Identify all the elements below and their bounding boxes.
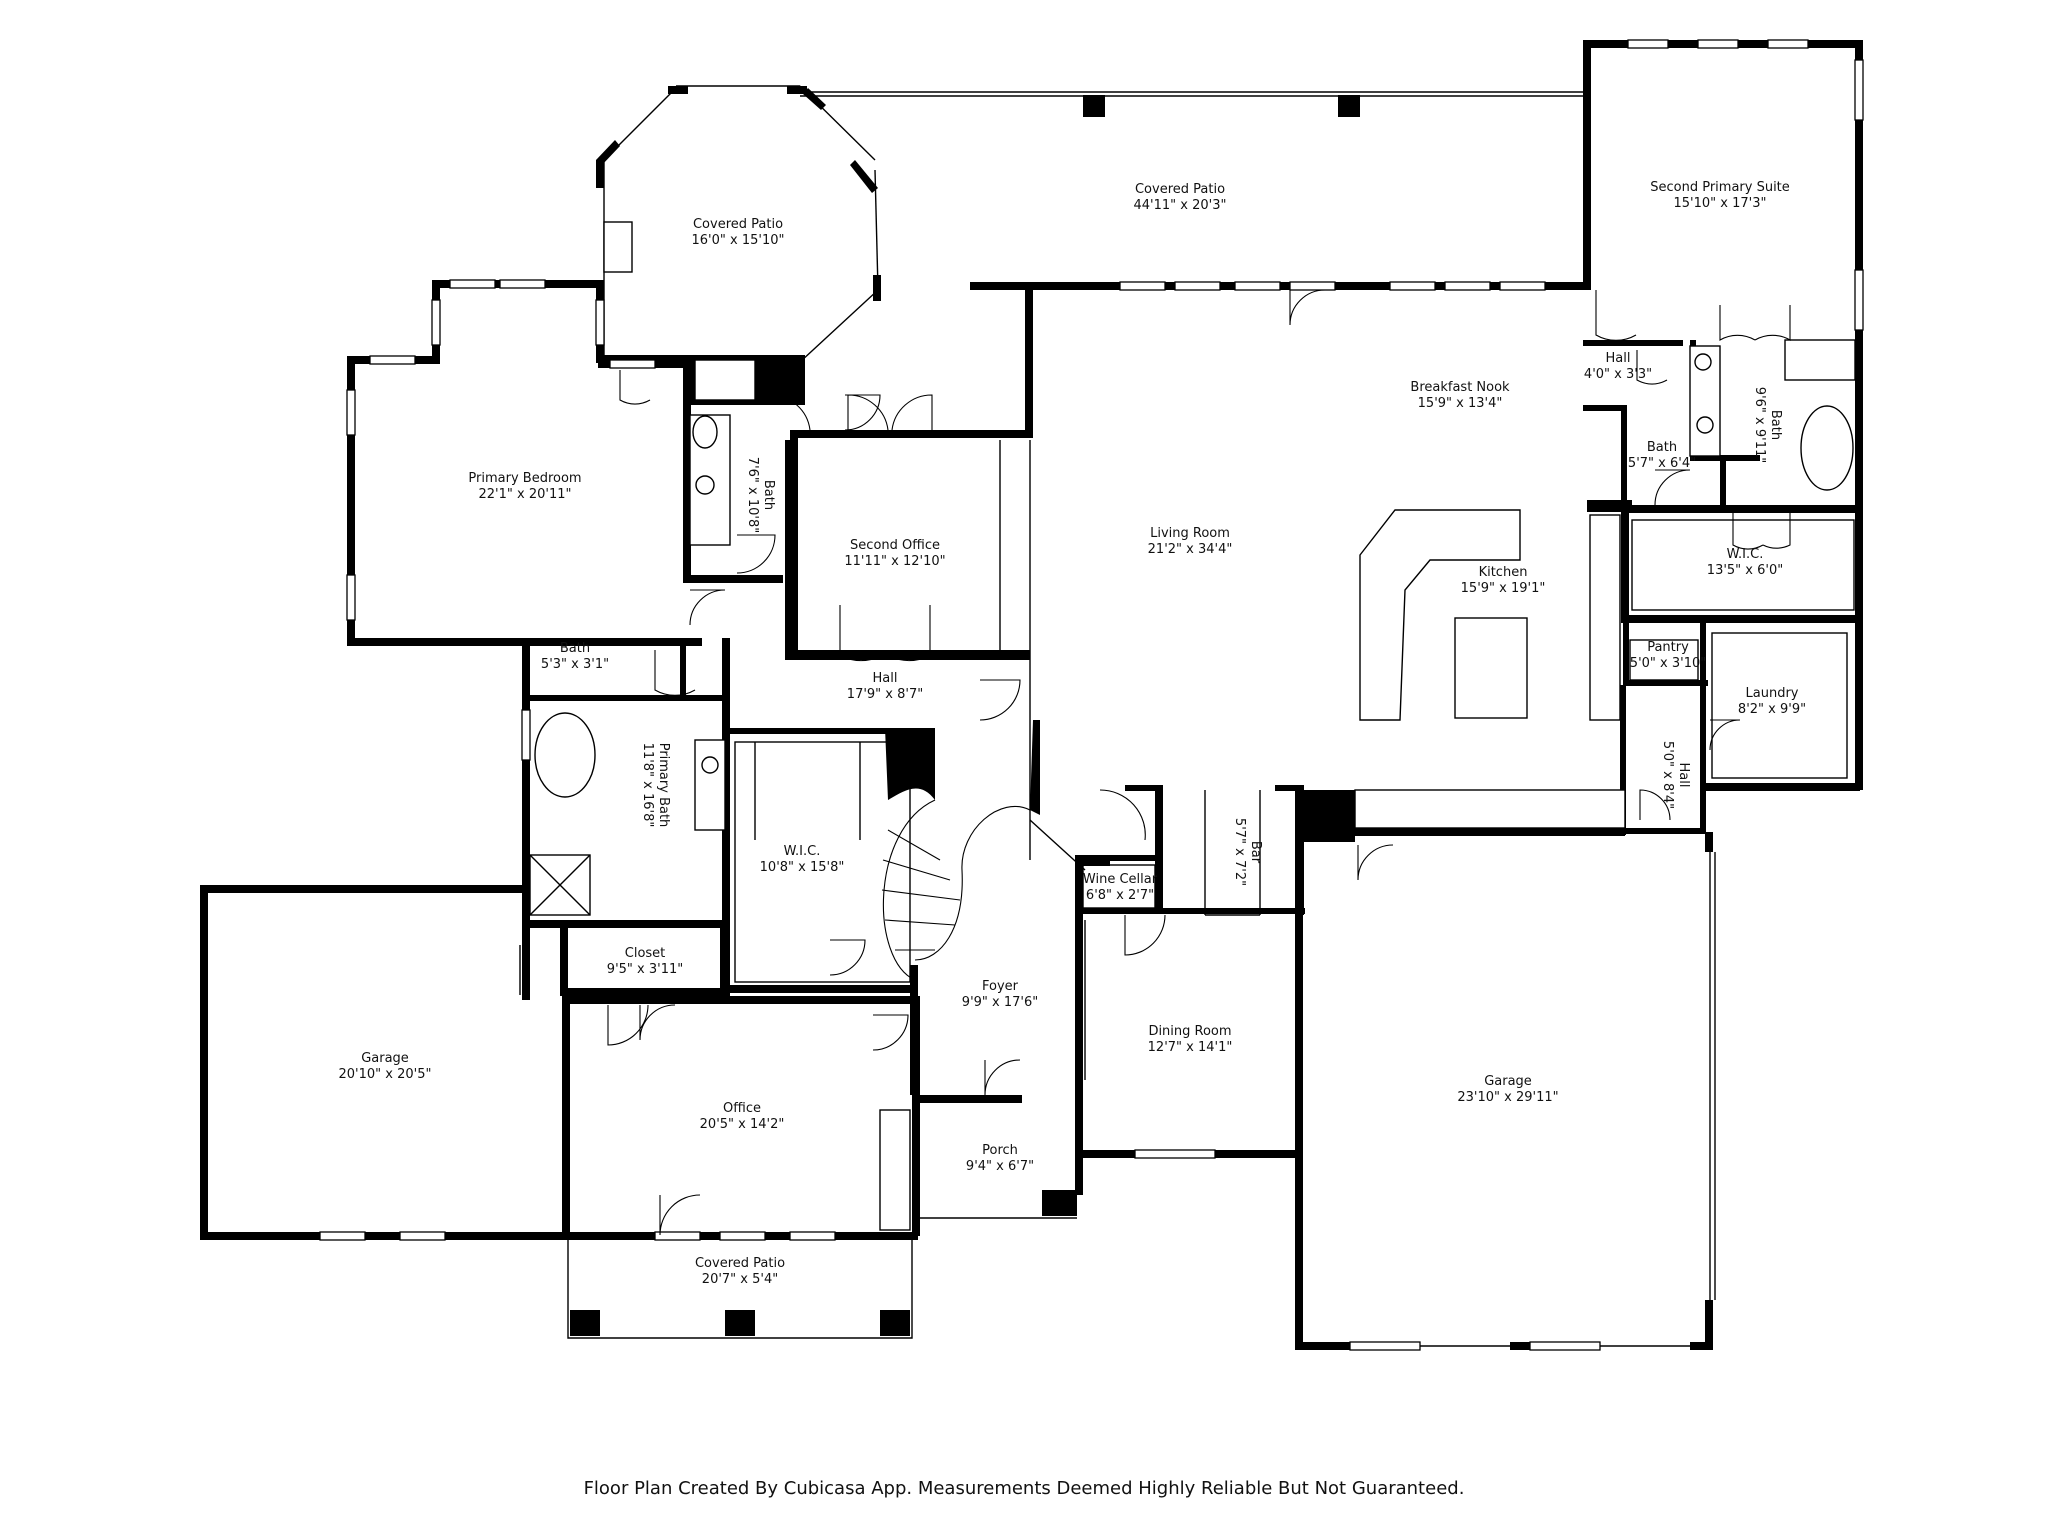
label-closet: Closet 9'5" x 3'11" xyxy=(607,946,683,977)
room-dimension: 5'3" x 3'1" xyxy=(541,657,609,672)
room-dimension: 9'6" x 9'11" xyxy=(1752,387,1767,463)
doors xyxy=(607,289,1791,1236)
room-dimension: 16'0" x 15'10" xyxy=(692,233,785,248)
label-wine-cellar: Wine Cellar 6'8" x 2'7" xyxy=(1083,872,1158,903)
label-garage-left: Garage 20'10" x 20'5" xyxy=(339,1051,432,1082)
room-dimension: 10'8" x 15'8" xyxy=(760,860,845,875)
room-dimension: 15'10" x 17'3" xyxy=(1674,196,1767,211)
room-name: Bar xyxy=(1248,841,1263,864)
label-laundry: Laundry 8'2" x 9'9" xyxy=(1738,686,1806,717)
room-dimension: 20'10" x 20'5" xyxy=(339,1067,432,1082)
label-dining-room: Dining Room 12'7" x 14'1" xyxy=(1148,1024,1233,1055)
room-name: Wine Cellar xyxy=(1083,872,1158,887)
room-name: Hall xyxy=(873,671,898,686)
label-second-primary-suite: Second Primary Suite 15'10" x 17'3" xyxy=(1650,180,1790,211)
label-bath-b: Bath 5'3" x 3'1" xyxy=(541,641,609,672)
label-bath-small: Bath 5'7" x 6'4" xyxy=(1628,440,1696,471)
room-name: Hall xyxy=(1676,763,1691,788)
room-dimension: 11'8" x 16'8" xyxy=(640,743,655,828)
label-foyer: Foyer 9'9" x 17'6" xyxy=(962,979,1038,1010)
room-dimension: 11'11" x 12'10" xyxy=(844,554,945,569)
label-bath-suite: Bath 9'6" x 9'11" xyxy=(1752,387,1783,463)
label-hall-upper: Hall 4'0" x 3'3" xyxy=(1584,351,1652,382)
room-name: Garage xyxy=(1484,1074,1532,1089)
label-primary-bath: Primary Bath 11'8" x 16'8" xyxy=(640,743,671,828)
room-dimension: 4'0" x 3'3" xyxy=(1584,367,1652,382)
room-name: Covered Patio xyxy=(693,217,783,232)
room-dimension: 17'9" x 8'7" xyxy=(847,687,923,702)
room-dimension: 20'7" x 5'4" xyxy=(702,1272,778,1287)
room-dimension: 9'4" x 6'7" xyxy=(966,1159,1034,1174)
room-dimension: 6'8" x 2'7" xyxy=(1086,888,1154,903)
room-name: Pantry xyxy=(1647,640,1689,655)
room-dimension: 15'9" x 19'1" xyxy=(1461,581,1546,596)
room-name: W.I.C. xyxy=(1727,547,1764,562)
room-dimension: 15'9" x 13'4" xyxy=(1418,396,1503,411)
label-office: Office 20'5" x 14'2" xyxy=(700,1101,785,1132)
label-bath-a: Bath 7'6" x 10'8" xyxy=(745,457,776,533)
room-dimension: 5'7" x 6'4" xyxy=(1628,456,1696,471)
room-dimension: 20'5" x 14'2" xyxy=(700,1117,785,1132)
room-name: Bath xyxy=(1647,440,1677,455)
label-breakfast-nook: Breakfast Nook 15'9" x 13'4" xyxy=(1410,380,1510,411)
label-porch: Porch 9'4" x 6'7" xyxy=(966,1143,1034,1174)
room-name: Covered Patio xyxy=(695,1256,785,1271)
room-name: Covered Patio xyxy=(1135,182,1225,197)
room-name: Living Room xyxy=(1150,526,1230,541)
label-second-office: Second Office 11'11" x 12'10" xyxy=(844,538,945,569)
room-dimension: 9'5" x 3'11" xyxy=(607,962,683,977)
room-name: Second Office xyxy=(850,538,940,553)
room-dimension: 5'0" x 3'10" xyxy=(1630,656,1706,671)
room-name: Bath xyxy=(761,480,776,510)
label-covered-patio-bottom: Covered Patio 20'7" x 5'4" xyxy=(695,1256,785,1287)
room-name: Porch xyxy=(982,1143,1018,1158)
room-name: Hall xyxy=(1606,351,1631,366)
room-dimension: 44'11" x 20'3" xyxy=(1134,198,1227,213)
label-kitchen: Kitchen 15'9" x 19'1" xyxy=(1461,565,1546,596)
label-covered-patio-oct: Covered Patio 16'0" x 15'10" xyxy=(692,217,785,248)
label-pantry: Pantry 5'0" x 3'10" xyxy=(1630,640,1706,671)
room-dimension: 5'7" x 7'2" xyxy=(1232,818,1247,886)
label-primary-bedroom: Primary Bedroom 22'1" x 20'11" xyxy=(468,471,581,502)
room-dimension: 23'10" x 29'11" xyxy=(1457,1090,1558,1105)
label-covered-patio-top: Covered Patio 44'11" x 20'3" xyxy=(1134,182,1227,213)
room-name: Closet xyxy=(625,946,666,961)
room-name: Bath xyxy=(560,641,590,656)
room-name: Kitchen xyxy=(1479,565,1528,580)
label-hall-right: Hall 5'0" x 8'4" xyxy=(1660,741,1691,809)
room-name: Foyer xyxy=(982,979,1019,994)
room-name: Office xyxy=(723,1101,761,1116)
room-labels: Covered Patio 16'0" x 15'10" Covered Pat… xyxy=(339,180,1807,1287)
room-dimension: 8'2" x 9'9" xyxy=(1738,702,1806,717)
room-name: Breakfast Nook xyxy=(1410,380,1510,395)
room-name: W.I.C. xyxy=(784,844,821,859)
room-name: Bath xyxy=(1768,410,1783,440)
room-dimension: 13'5" x 6'0" xyxy=(1707,563,1783,578)
outlines xyxy=(203,85,1856,1347)
label-wic-right: W.I.C. 13'5" x 6'0" xyxy=(1707,547,1783,578)
footer-disclaimer: Floor Plan Created By Cubicasa App. Meas… xyxy=(583,1478,1465,1499)
room-name: Garage xyxy=(361,1051,409,1066)
room-dimension: 21'2" x 34'4" xyxy=(1148,542,1233,557)
label-bar: Bar 5'7" x 7'2" xyxy=(1232,818,1263,886)
room-dimension: 12'7" x 14'1" xyxy=(1148,1040,1233,1055)
room-dimension: 22'1" x 20'11" xyxy=(479,487,572,502)
label-living-room: Living Room 21'2" x 34'4" xyxy=(1148,526,1233,557)
windows xyxy=(319,39,1864,1351)
room-name: Second Primary Suite xyxy=(1650,180,1790,195)
room-name: Primary Bedroom xyxy=(468,471,581,486)
room-name: Primary Bath xyxy=(656,743,671,828)
label-garage-right: Garage 23'10" x 29'11" xyxy=(1457,1074,1558,1105)
label-wic-left: W.I.C. 10'8" x 15'8" xyxy=(760,844,845,875)
room-name: Laundry xyxy=(1746,686,1799,701)
label-hall-mid: Hall 17'9" x 8'7" xyxy=(847,671,923,702)
room-dimension: 5'0" x 8'4" xyxy=(1660,741,1675,809)
room-dimension: 7'6" x 10'8" xyxy=(745,457,760,533)
room-dimension: 9'9" x 17'6" xyxy=(962,995,1038,1010)
room-name: Dining Room xyxy=(1148,1024,1231,1039)
